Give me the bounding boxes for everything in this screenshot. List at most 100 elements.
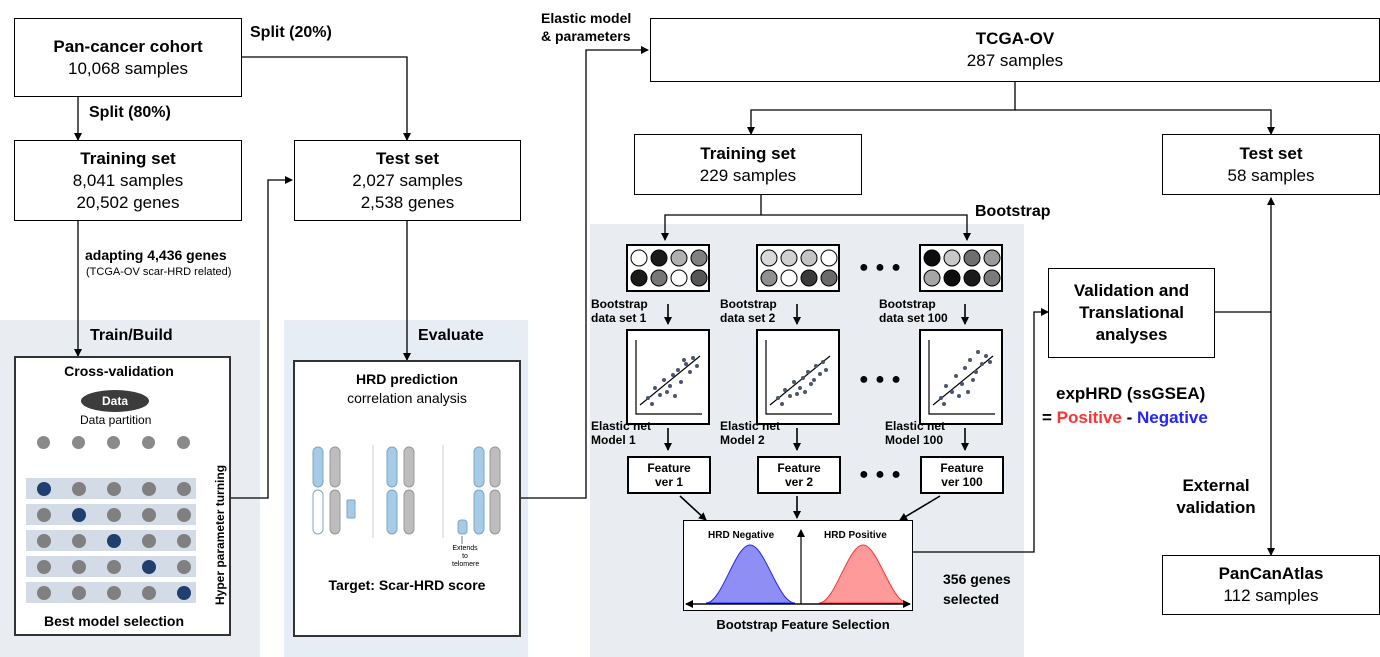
bootstrap-feature-selection-label: Bootstrap Feature Selection (716, 617, 890, 632)
external-validation-label: External validation (1170, 475, 1262, 519)
fold-dot-validation (177, 586, 191, 600)
pancanatlas-title: PanCanAtlas (1218, 564, 1324, 583)
fold-dot (37, 560, 51, 574)
ellipsis-dots-3: ● ● ● (859, 466, 902, 483)
cross-validation-title: Cross-validation (64, 363, 174, 379)
ov-training-count: 229 samples (699, 165, 797, 185)
ov-test-count: 58 samples (1227, 165, 1315, 185)
scatter-plot (756, 329, 840, 425)
bootstrap-label: Bootstrap (975, 203, 1051, 220)
pan-cancer-count: 10,068 samples (67, 58, 189, 78)
data-ellipse-label: Data (101, 394, 128, 408)
adapting-label: adapting 4,436 genes (85, 247, 227, 263)
correlation-label: correlation analysis (347, 390, 467, 406)
feature-box-1: Feature ver 1 (627, 456, 711, 494)
pan-cancer-box: Pan-cancer cohort 10,068 samples (14, 18, 242, 97)
exphrd-negative: Negative (1136, 408, 1208, 427)
bootstrap-dataset-label-3: Bootstrap data set 100 (879, 297, 948, 325)
fold-dot (37, 508, 51, 522)
fold-dot-validation (72, 508, 86, 522)
hrd-negative-label: HRD Negative (708, 530, 775, 541)
ov-training-box: Training set 229 samples (634, 134, 862, 195)
exphrd-sep: - (1121, 408, 1137, 427)
elastic-net-label-1: Elastic net Model 1 (591, 419, 652, 447)
evaluate-heading: Evaluate (418, 327, 484, 344)
exphrd-line1: expHRD (ssGSEA) (1056, 384, 1206, 403)
pan-cancer-title: Pan-cancer cohort (53, 36, 203, 56)
train-build-heading: Train/Build (90, 327, 173, 344)
genes-selected-label: 356 genes selected (943, 569, 1011, 609)
adapting-note: (TCGA-OV scar-HRD related) (86, 266, 232, 278)
elastic-model-line2: & parameters (541, 28, 631, 44)
partition-dot (107, 436, 120, 449)
fold-grid (26, 478, 196, 603)
bootstrap-dataset-label-1: Bootstrap data set 1 (591, 297, 648, 325)
pancanatlas-count: 112 samples (1223, 586, 1319, 605)
tcga-ov-box: TCGA-OV 287 samples (650, 18, 1380, 82)
fold-dot (142, 586, 156, 600)
validation-line2: Translational (1079, 303, 1184, 322)
fold-dot (142, 482, 156, 496)
extends-telomere-label: Extends to telomere (452, 545, 480, 568)
elastic-model-label: Elastic model & parameters (541, 9, 631, 45)
split-80-label: Split (80%) (89, 104, 171, 121)
validation-line3: analyses (1095, 325, 1168, 344)
genes-selected-line1: 356 genes (943, 571, 1011, 587)
partition-dot (177, 436, 190, 449)
external-line1: External (1182, 476, 1250, 495)
adapting-prefix: adapting (85, 247, 148, 263)
hrd-positive-label: HRD Positive (824, 530, 887, 541)
fold-dot (177, 534, 191, 548)
bootstrap-sample-circles (923, 249, 1001, 287)
fold-dot (72, 482, 86, 496)
fold-dot (37, 534, 51, 548)
validation-line1: Validation and (1073, 281, 1190, 300)
training-set-title: Training set (80, 148, 176, 168)
ellipsis-dots-2: ● ● ● (859, 371, 902, 388)
exphrd-eq: = (1042, 408, 1057, 427)
hrd-prediction-title: HRD prediction (356, 371, 458, 387)
fold-dot (177, 508, 191, 522)
exphrd-positive: Positive (1056, 408, 1122, 427)
fold-dot (107, 586, 121, 600)
bootstrap-sample-grid (756, 244, 840, 292)
ov-test-title: Test set (1239, 143, 1303, 163)
fold-dot-validation (142, 560, 156, 574)
fold-dot (72, 560, 86, 574)
split-20-label: Split (20%) (250, 24, 332, 41)
elastic-model-line1: Elastic model (541, 10, 632, 26)
elastic-net-label-3: Elastic net Model 100 (885, 419, 946, 447)
fold-dot (37, 586, 51, 600)
tcga-ov-title: TCGA-OV (975, 29, 1055, 48)
bootstrap-sample-grid (626, 244, 710, 292)
fold-dot (72, 586, 86, 600)
tcga-ov-count: 287 samples (966, 51, 1064, 70)
bootstrap-dataset-label-2: Bootstrap data set 2 (720, 297, 777, 325)
fold-dot (107, 508, 121, 522)
partition-dot (72, 436, 85, 449)
ov-training-title: Training set (700, 143, 796, 163)
exphrd-formula: = Positive - Negative (1042, 406, 1208, 430)
fold-dot (142, 534, 156, 548)
exphrd-label: expHRD (ssGSEA) = Positive - Negative (1042, 382, 1208, 430)
fold-dot (107, 560, 121, 574)
fold-dot (72, 534, 86, 548)
feature-box-3: Feature ver 100 (920, 456, 1004, 494)
feature-label-1: Feature ver 1 (647, 461, 691, 489)
feature-label-2: Feature ver 2 (777, 461, 821, 489)
bootstrap-sample-grid (919, 244, 1003, 292)
test-set-samples: 2,027 samples (352, 170, 463, 190)
data-ellipse: Data (81, 390, 149, 412)
feature-box-2: Feature ver 2 (757, 456, 841, 494)
partition-dot (142, 436, 155, 449)
scatter-plot (919, 329, 1003, 425)
fold-dot (177, 482, 191, 496)
feature-label-3: Feature ver 100 (940, 461, 984, 489)
fold-dot (142, 508, 156, 522)
test-set-box: Test set 2,027 samples 2,538 genes (294, 140, 521, 221)
fold-dot (177, 560, 191, 574)
